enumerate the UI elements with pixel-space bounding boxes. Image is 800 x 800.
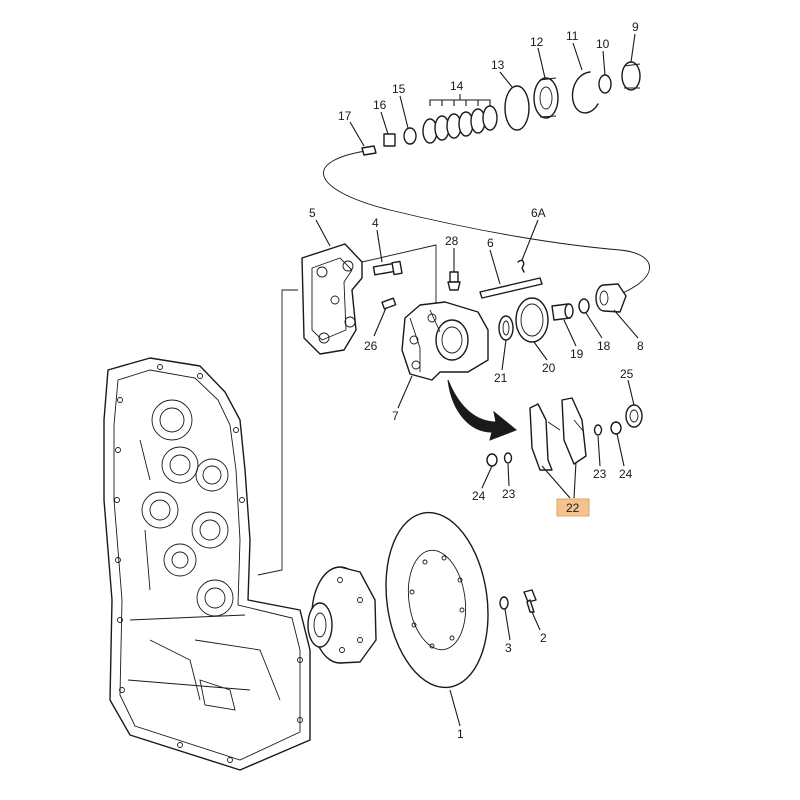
callout-13: 13	[491, 58, 505, 72]
callout-14: 14	[450, 79, 464, 93]
part-10-ring	[598, 74, 612, 94]
part-hub-flange	[307, 566, 377, 664]
callout-18: 18	[597, 339, 611, 353]
callout-10: 10	[596, 37, 610, 51]
callout-9: 9	[632, 20, 639, 34]
callout-16: 16	[373, 98, 387, 112]
assembly-path-line	[323, 149, 650, 299]
callout-labels: 9 10 11 12 13 14 15 16 17 5 4 6A 28 6 26…	[309, 20, 644, 741]
leader-lines	[315, 33, 639, 727]
callout-15: 15	[392, 82, 406, 96]
callout-7: 7	[392, 409, 399, 423]
callout-17: 17	[338, 109, 352, 123]
part-25-seal	[625, 404, 643, 428]
part-3-washer	[499, 596, 509, 610]
callout-6a: 6A	[531, 206, 546, 220]
assembly-arrow	[447, 379, 517, 441]
part-4-bolt	[372, 260, 403, 276]
callout-24-left: 24	[472, 489, 486, 503]
part-2-bolt	[523, 589, 537, 613]
callout-24-right: 24	[619, 467, 633, 481]
part-26-screw	[381, 297, 397, 310]
part-24-left	[486, 453, 498, 467]
part-5-bracket	[301, 243, 363, 355]
part-12-bearing	[533, 77, 559, 119]
bracket-mount-line	[257, 289, 298, 576]
part-22-leaders	[541, 461, 577, 499]
callout-23-left: 23	[502, 487, 516, 501]
part-21-seal	[498, 315, 514, 341]
callout-22-highlight	[556, 498, 590, 517]
part-6-pin	[479, 277, 543, 299]
bracket-link-line	[361, 244, 437, 305]
callout-23-right: 23	[593, 467, 607, 481]
callout-4: 4	[372, 216, 379, 230]
part-23-right	[593, 424, 603, 436]
part-23-left	[503, 452, 513, 464]
part-11-snap-ring	[571, 71, 599, 114]
callout-12: 12	[530, 35, 544, 49]
callout-20: 20	[542, 361, 556, 375]
part-14-ring-stack	[422, 105, 498, 144]
part-20-ring	[515, 297, 549, 343]
callout-2: 2	[540, 631, 547, 645]
transmission-housing	[103, 357, 311, 771]
part-7-caliper	[401, 301, 489, 381]
callout-3: 3	[505, 641, 512, 655]
callout-1: 1	[457, 727, 464, 741]
callout-22: 22	[566, 501, 580, 515]
callout-19: 19	[570, 347, 584, 361]
part-1-brake-disc	[385, 511, 489, 689]
callout-5: 5	[309, 206, 316, 220]
part-8-cap	[595, 283, 627, 313]
part-17-bolt	[361, 145, 377, 156]
part-22-brake-pads	[529, 397, 587, 471]
callout-21: 21	[494, 371, 508, 385]
part-13-oring	[504, 85, 530, 131]
part-24-right	[610, 421, 622, 435]
part-16-nut	[383, 133, 396, 147]
part-14-callout-bracket	[429, 94, 491, 106]
part-9-bearing	[621, 61, 641, 91]
part-18-ring	[578, 298, 590, 314]
part-6a-clip	[517, 259, 525, 273]
callout-26: 26	[364, 339, 378, 353]
callout-11: 11	[566, 29, 579, 43]
callout-28: 28	[445, 234, 459, 248]
callout-8: 8	[637, 339, 644, 353]
callout-6: 6	[487, 236, 494, 250]
callout-25: 25	[620, 367, 634, 381]
part-15-washer	[403, 127, 417, 145]
part-28-fitting	[447, 271, 461, 291]
part-19-bushing	[551, 303, 574, 321]
